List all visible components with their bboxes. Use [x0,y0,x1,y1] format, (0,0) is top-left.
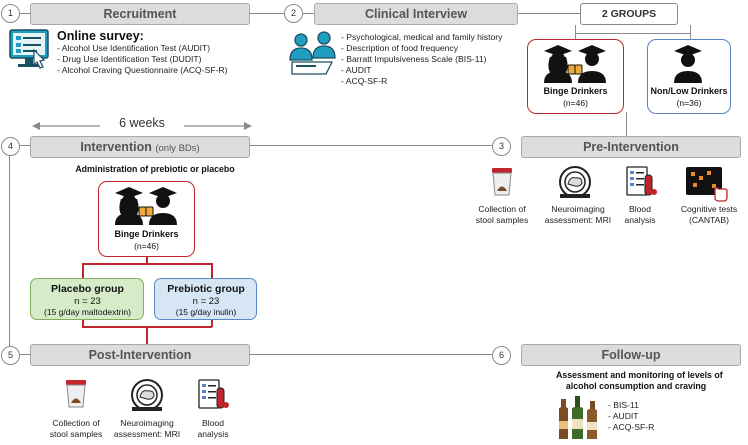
step-number-6: 6 [492,346,511,365]
red-split-top [146,256,148,264]
recruitment-item-audit: - Alcohol Use Identification Test (AUDIT… [57,43,211,53]
followup-title-2: alcohol consumption and craving [565,381,707,391]
blood-tube-icon [626,166,657,196]
red-join-right [211,318,213,327]
interview-people-icon [289,31,336,75]
step-header-clinical-interview: Clinical Interview [314,3,518,25]
group-binge-drinkers [527,39,624,114]
intervention-binge-label: Binge Drinkers [114,229,179,239]
post-mri-label-1: Neuroimaging [120,418,174,428]
student-icon [674,45,702,83]
clinical-item-acq: - ACQ-SF-R [341,76,388,86]
stool-cup-icon [66,380,86,408]
computer-survey-icon [9,29,49,69]
blood-tube-icon [198,379,229,409]
intervention-title: Intervention [80,140,152,154]
step-header-intervention: Intervention (only BDs) [30,136,250,158]
cognitive-touchscreen-icon [686,167,728,202]
placebo-title: Placebo group [51,283,124,295]
step-header-post-intervention: Post-Intervention [30,344,250,366]
prebiotic-dose: (15 g/day inulin) [175,307,237,317]
step-header-recruitment: Recruitment [30,3,250,25]
post-mri-label-2: assessment: MRI [113,429,181,439]
post-stool-label-2: stool samples [49,429,103,439]
pre-stool-label-1: Collection of [478,204,526,214]
clinical-item-audit: - AUDIT [341,65,372,75]
weeks-label: 6 weeks [100,116,184,130]
red-join-down [146,326,148,346]
connector-4-3 [18,145,501,147]
followup-item-acq: - ACQ-SF-R [608,422,655,432]
split-bar [575,33,691,35]
bottles-icon [559,396,597,439]
post-blood-label-2: analysis [197,429,229,439]
connector-4-5 [9,153,11,346]
admin-title: Administration of prebiotic or placebo [75,164,235,174]
stool-cup-icon [492,168,512,196]
pre-blood-label-1: Blood [629,204,651,214]
post-blood-label-1: Blood [202,418,224,428]
student-drinkers-icon [544,45,606,83]
group-binge-n: (n=46) [563,98,588,108]
group-nonlow-n: (n=36) [676,98,702,108]
prebiotic-n: n = 23 [192,296,220,307]
intervention-binge-n: (n=46) [134,241,159,251]
followup-title-1: Assessment and monitoring of levels of [556,370,723,380]
intervention-binge-box [98,181,195,257]
connector-groups-pre [626,112,628,146]
recruitment-item-acq: - Alcohol Craving Questionnaire (ACQ-SF-… [57,65,228,75]
group-nonlow-label: Non/Low Drinkers [650,86,728,96]
split-right [690,25,692,39]
clinical-item-bis: - Barratt Impulsiveness Scale (BIS-11) [341,54,487,64]
step-number-1: 1 [1,4,20,23]
followup-item-audit: - AUDIT [608,411,639,421]
step-header-pre-intervention: Pre-Intervention [521,136,741,158]
mri-brain-icon [131,379,163,411]
group-binge-label: Binge Drinkers [543,86,608,96]
red-split-bar [82,263,212,265]
pre-cog-label-1: Cognitive tests [680,204,738,214]
pre-mri-label-1: Neuroimaging [551,204,605,214]
connector-5-6 [18,354,501,356]
red-join-left [82,318,84,327]
placebo-n: n = 23 [74,296,101,307]
step-number-3: 3 [492,137,511,156]
step-number-4: 4 [1,137,20,156]
groups-label: 2 GROUPS [580,3,678,25]
clinical-item-history: - Psychological, medical and family hist… [341,32,503,42]
step-number-5: 5 [1,346,20,365]
prebiotic-title: Prebiotic group [167,283,245,295]
step-header-follow-up: Follow-up [521,344,741,366]
intervention-note: (only BDs) [155,143,200,154]
pre-stool-label-2: stool samples [475,215,529,225]
step-number-2: 2 [284,4,303,23]
post-stool-label-1: Collection of [52,418,100,428]
placebo-group-box [30,278,144,320]
prebiotic-group-box [154,278,257,320]
pre-mri-label-2: assessment: MRI [544,215,612,225]
followup-item-bis: - BIS-11 [608,400,639,410]
placebo-dose: (15 g/day maltodextrin) [44,307,131,317]
recruitment-heading: Online survey: [57,29,144,43]
red-split-left [82,263,84,279]
red-split-right [211,263,213,279]
clinical-item-food: - Description of food frequency [341,43,459,53]
mri-brain-icon [559,166,591,198]
pre-cog-label-2: (CANTAB) [689,215,729,225]
student-drinkers-icon [115,187,177,225]
pre-blood-label-2: analysis [624,215,656,225]
recruitment-item-dudit: - Drug Use Identification Test (DUDIT) [57,54,202,64]
split-left [575,25,577,39]
